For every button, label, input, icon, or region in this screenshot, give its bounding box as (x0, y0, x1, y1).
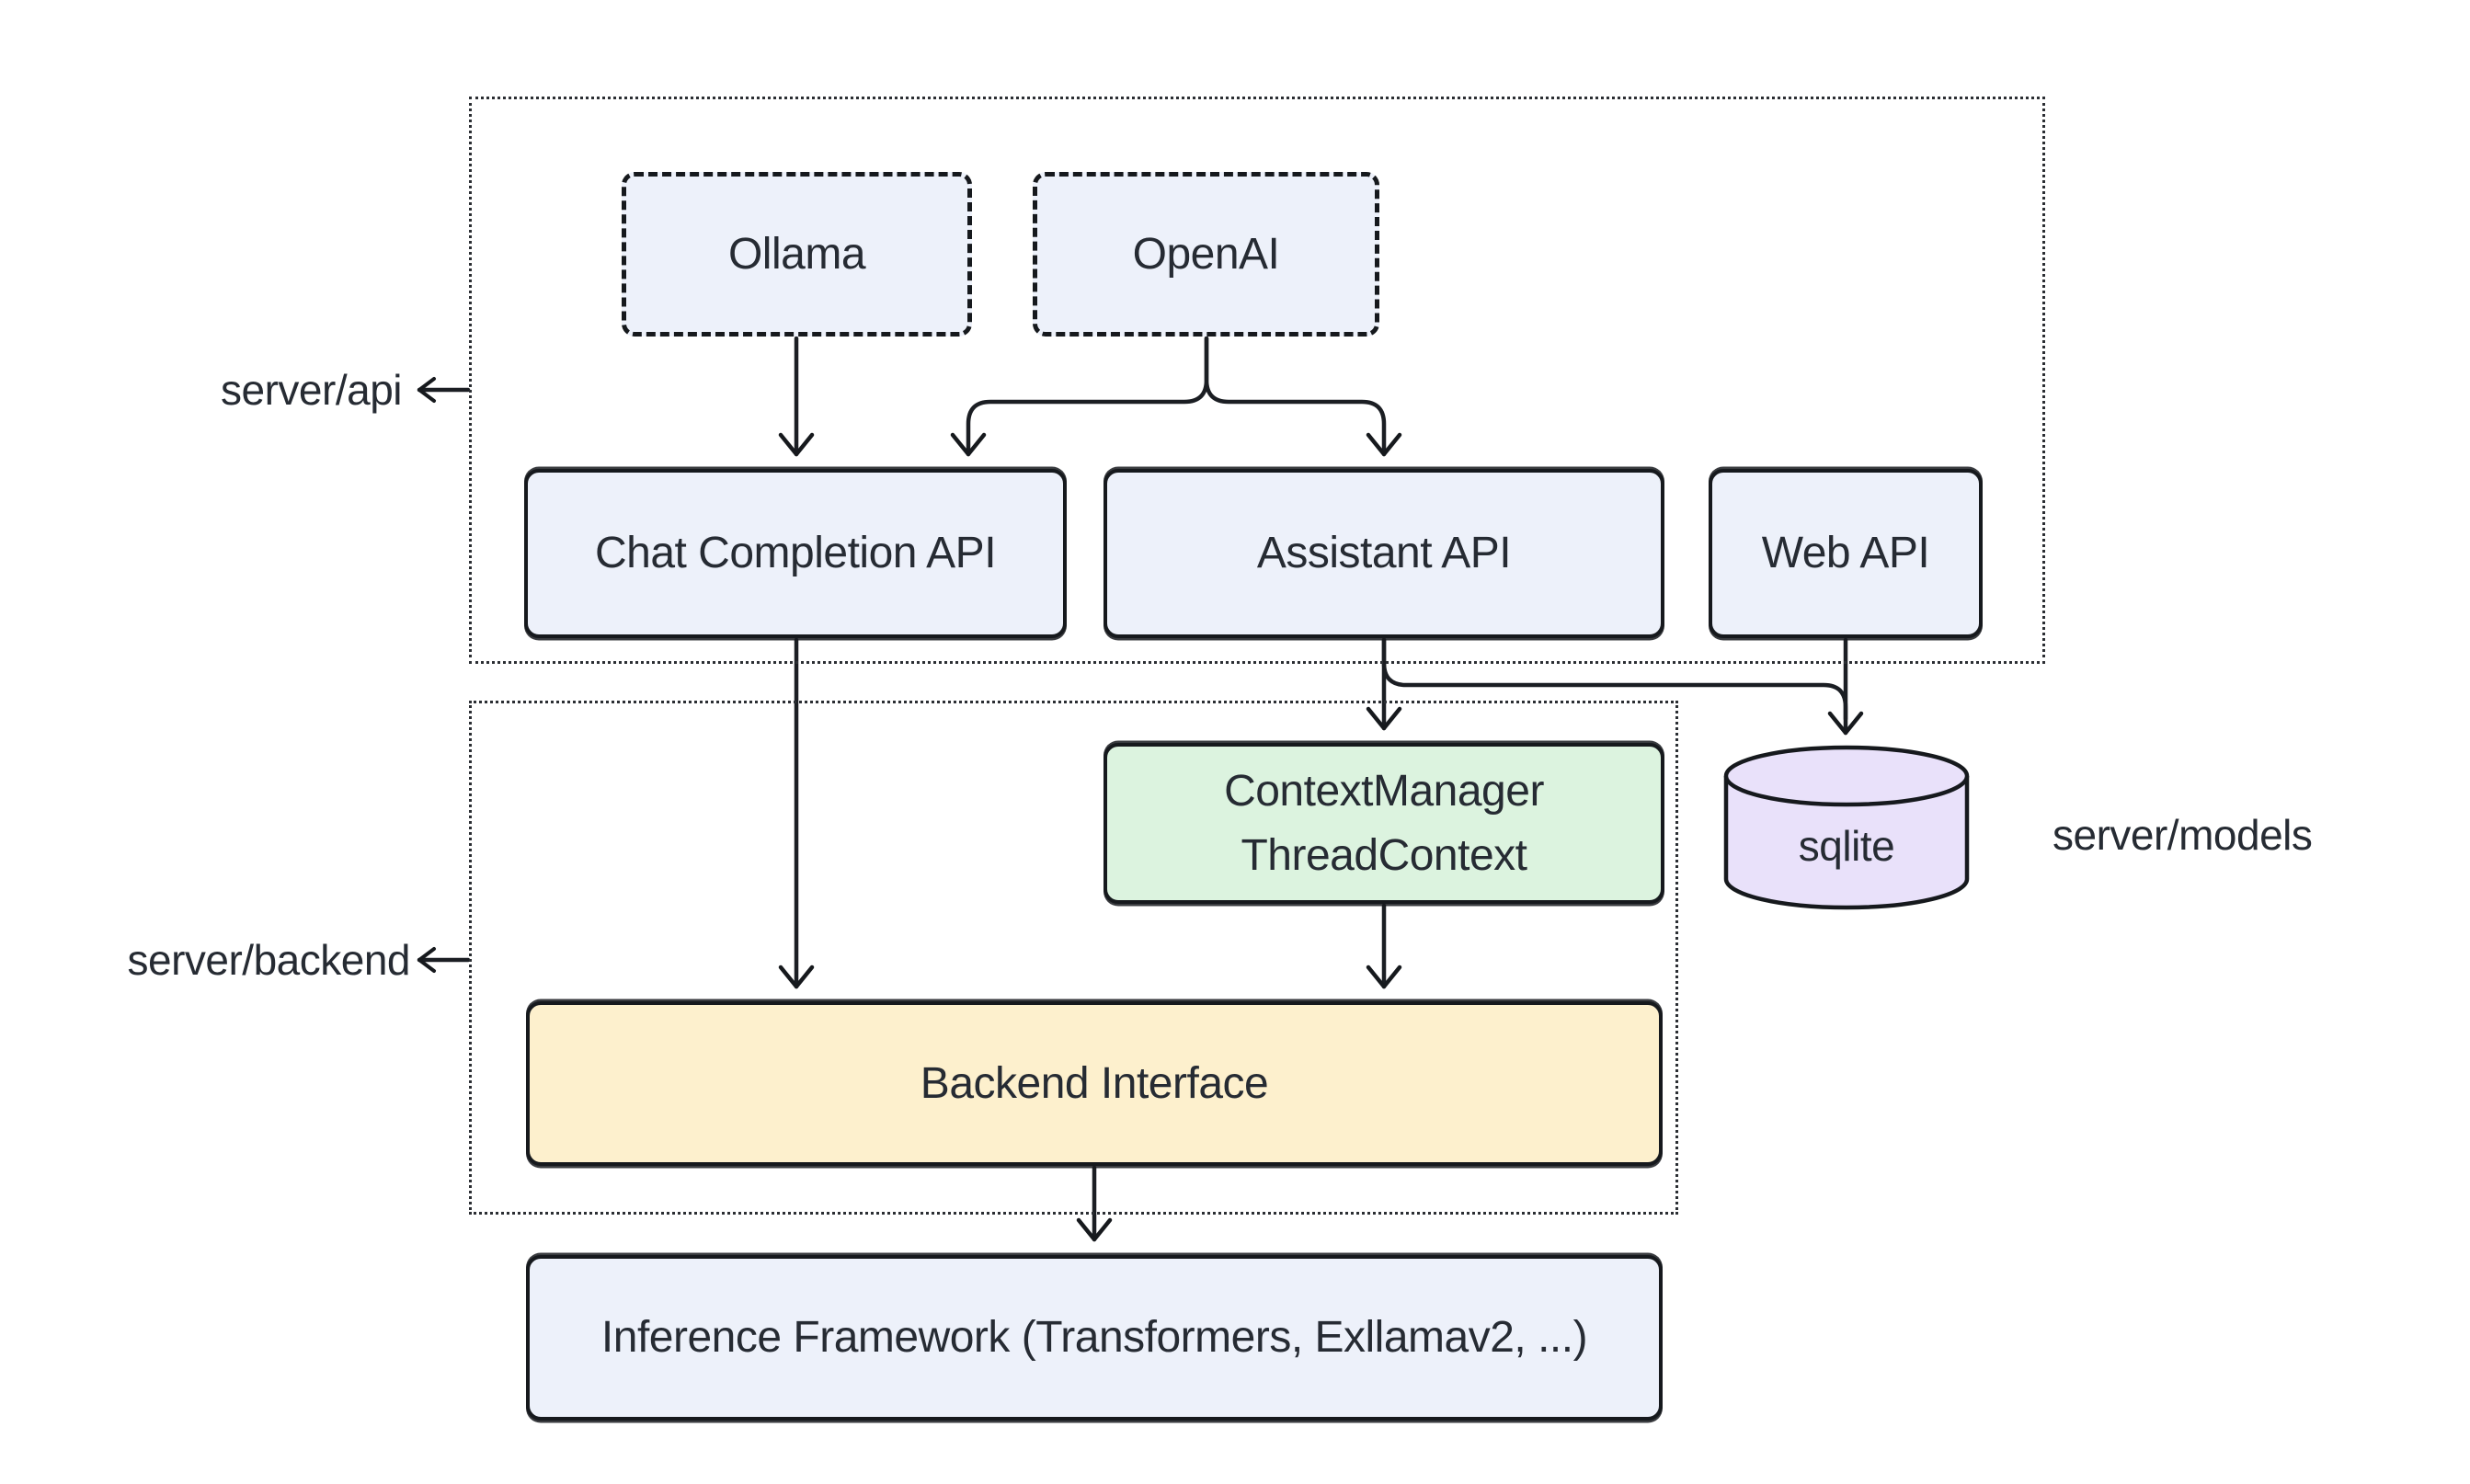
node-backend-interface-label: Backend Interface (920, 1058, 1269, 1108)
group-server-backend (469, 701, 1678, 1215)
node-chat-completion-api: Chat Completion API (524, 469, 1067, 638)
node-openai-label: OpenAI (1132, 229, 1280, 279)
node-backend-interface: Backend Interface (526, 1001, 1663, 1166)
group-server-api (469, 97, 2045, 664)
node-context-manager: ContextManager ThreadContext (1103, 743, 1664, 904)
node-openai: OpenAI (1033, 172, 1379, 337)
node-sqlite-label: sqlite (1798, 822, 1895, 870)
node-context-manager-line1: ContextManager (1224, 766, 1544, 816)
server-api-label: server/api (221, 366, 402, 414)
node-ollama-label: Ollama (727, 229, 866, 279)
server-backend-label: server/backend (127, 936, 411, 984)
node-assistant-api: Assistant API (1103, 469, 1664, 638)
node-inference-framework-label: Inference Framework (Transformers, Exlla… (600, 1313, 1588, 1362)
node-web-api: Web API (1709, 469, 1983, 638)
server-models-label: server/models (2053, 811, 2313, 859)
node-chat-completion-api-label: Chat Completion API (594, 529, 997, 577)
node-assistant-api-label: Assistant API (1256, 529, 1512, 577)
node-ollama: Ollama (622, 172, 972, 337)
node-inference-framework: Inference Framework (Transformers, Exlla… (526, 1255, 1663, 1421)
node-context-manager-line2: ThreadContext (1241, 830, 1527, 880)
node-web-api-label: Web API (1761, 529, 1930, 577)
